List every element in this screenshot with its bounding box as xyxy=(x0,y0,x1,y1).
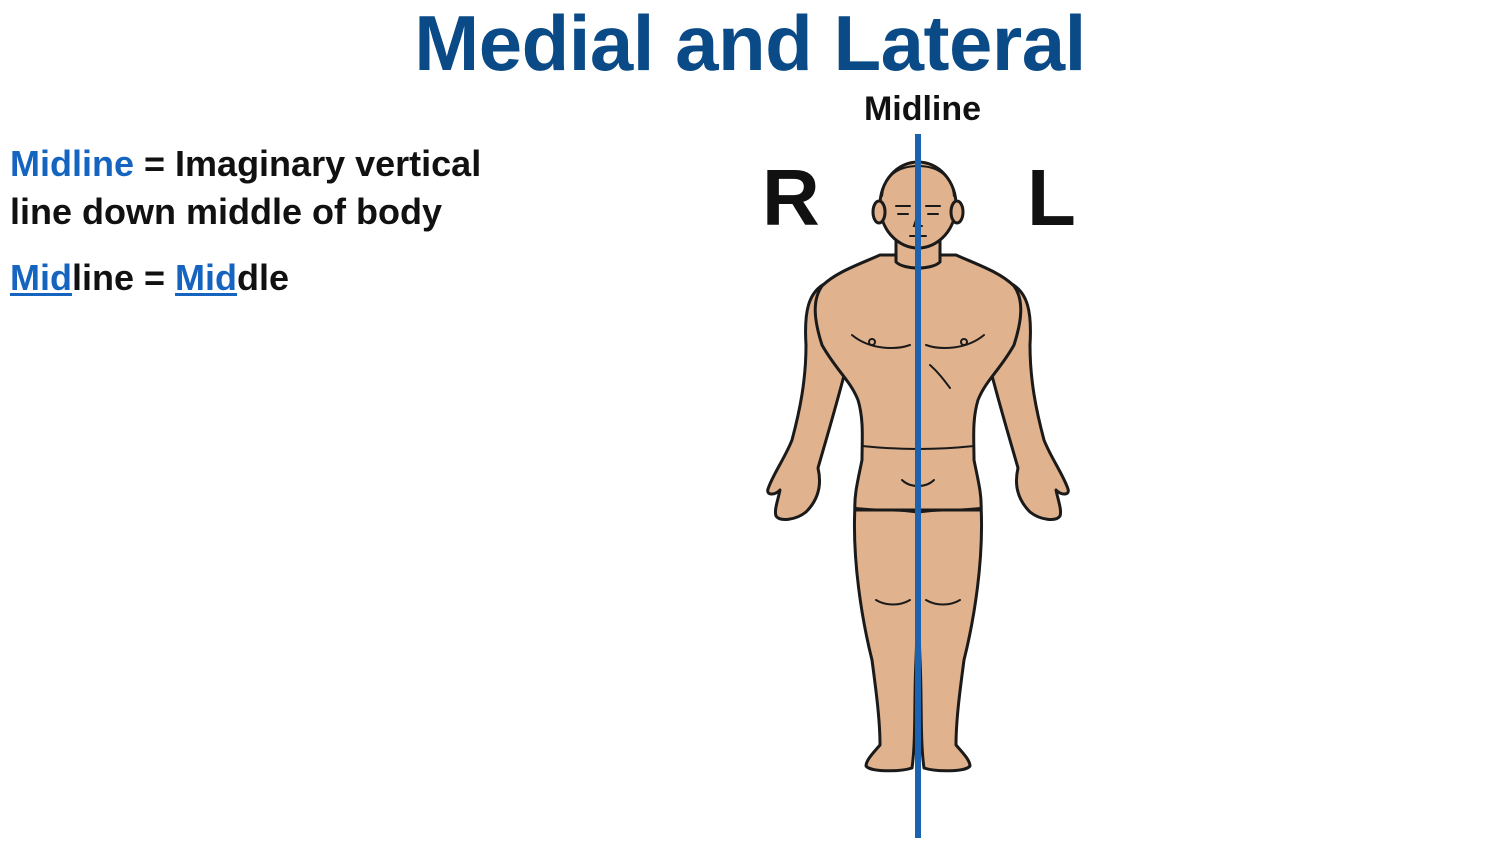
left-ear xyxy=(949,199,965,225)
definition-equals: = xyxy=(134,143,176,184)
left-leg xyxy=(916,503,984,773)
mnemonic-middle-rest: dle xyxy=(237,257,290,298)
ribs-left xyxy=(929,364,951,389)
mnemonic-line: Midline = Middle xyxy=(10,254,481,302)
mnemonic-mid-2: Mid xyxy=(175,257,238,298)
midline-label: Midline xyxy=(863,90,982,128)
definition-line1: Imaginary vertical xyxy=(175,143,482,184)
midline-term: Midline xyxy=(10,143,134,184)
mnemonic-line-rest: line xyxy=(71,257,134,298)
right-nipple xyxy=(868,338,876,346)
slide-title: Medial and Lateral xyxy=(414,0,1086,87)
left-nipple xyxy=(960,338,968,346)
right-ear xyxy=(871,199,887,225)
definition-text: Midline = Imaginary vertical line down m… xyxy=(10,140,481,302)
definition-line2: line down middle of body xyxy=(10,191,442,232)
chest-right xyxy=(851,334,911,349)
right-side-label: R xyxy=(762,153,820,242)
left-side-label: L xyxy=(1027,153,1076,242)
mnemonic-mid-1: Mid xyxy=(10,257,72,298)
midline-definition: Midline = Imaginary vertical line down m… xyxy=(10,140,481,236)
left-knee xyxy=(925,599,961,606)
right-leg xyxy=(852,503,920,773)
mnemonic-equals: = xyxy=(134,257,176,298)
chest-left xyxy=(925,334,985,349)
right-knee xyxy=(875,599,911,606)
